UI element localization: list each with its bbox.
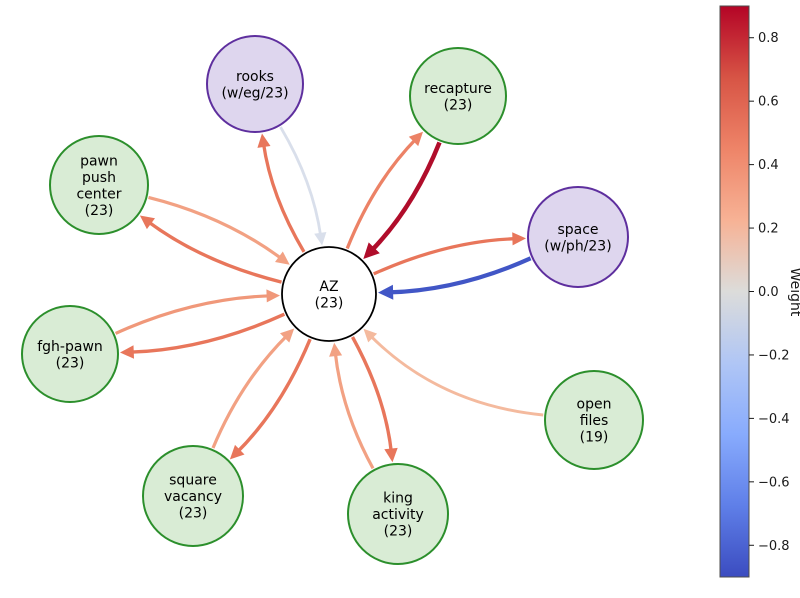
colorbar-tick-label: 0.2 <box>758 222 779 237</box>
node-circle-open_files <box>544 370 644 470</box>
edge-rooks-to-az <box>279 126 327 246</box>
edge-space-to-az <box>378 256 532 300</box>
node-rooks: rooks(w/eg/23) <box>206 35 304 133</box>
colorbar-tick-label: −0.8 <box>758 539 790 554</box>
colorbar-tick-label: 0.4 <box>758 158 779 173</box>
colorbar-gradient-bar <box>719 5 750 578</box>
edges-layer <box>114 126 544 470</box>
colorbar-tick-label: −0.4 <box>758 412 790 427</box>
nodes-layer: AZ(23) rooks(w/eg/23) recapture(23) space(w… <box>21 35 644 565</box>
node-label-az: AZ(23) <box>315 279 344 312</box>
node-label-rooks: rooks(w/eg/23) <box>221 69 288 102</box>
node-fgh_pawn: fgh-pawn(23) <box>21 305 119 403</box>
edge-open_files-to-az <box>363 328 544 417</box>
node-space: space(w/ph/23) <box>527 186 629 288</box>
node-circle-square_vacancy <box>142 445 244 547</box>
node-circle-rooks <box>206 35 304 133</box>
colorbar-tick-label: 0.8 <box>758 31 779 46</box>
colorbar: 0.8 0.6 0.4 0.2 0.0 −0.2 −0.4 −0.6 −0.8 <box>719 5 790 578</box>
node-circle-pawn_push_center <box>49 135 149 235</box>
colorbar-label: Weight <box>787 268 800 317</box>
node-circle-fgh_pawn <box>21 305 119 403</box>
colorbar-tick-label: −0.6 <box>758 475 790 490</box>
edge-az-to-fgh_pawn <box>120 312 286 359</box>
edge-az-to-space <box>373 232 526 276</box>
colorbar-tick-label: 0.0 <box>758 285 779 300</box>
node-label-recapture: recapture(23) <box>424 81 492 114</box>
node-az: AZ(23) <box>281 246 377 342</box>
colorbar-tick-label: 0.6 <box>758 95 779 110</box>
node-circle-king_activity <box>347 463 449 565</box>
edge-king_activity-to-az <box>329 342 375 470</box>
colorbar-tick-label: −0.2 <box>758 348 790 363</box>
node-circle-space <box>527 186 629 288</box>
edge-fgh_pawn-to-az <box>114 289 280 335</box>
edge-square_vacancy-to-az <box>211 328 295 449</box>
node-label-space: space(w/ph/23) <box>544 222 611 255</box>
edge-az-to-recapture <box>345 131 423 250</box>
edge-az-to-square_vacancy <box>229 338 312 460</box>
node-circle-az <box>281 246 377 342</box>
edge-az-to-king_activity <box>351 336 398 463</box>
node-recapture: recapture(23) <box>409 47 507 145</box>
edge-az-to-pawn_push_center <box>139 215 282 284</box>
edge-pawn_push_center-to-az <box>148 195 290 265</box>
node-label-fgh_pawn: fgh-pawn(23) <box>37 339 103 372</box>
edge-az-to-rooks <box>257 133 306 253</box>
node-circle-recapture <box>409 47 507 145</box>
edge-recapture-to-az <box>363 141 442 259</box>
